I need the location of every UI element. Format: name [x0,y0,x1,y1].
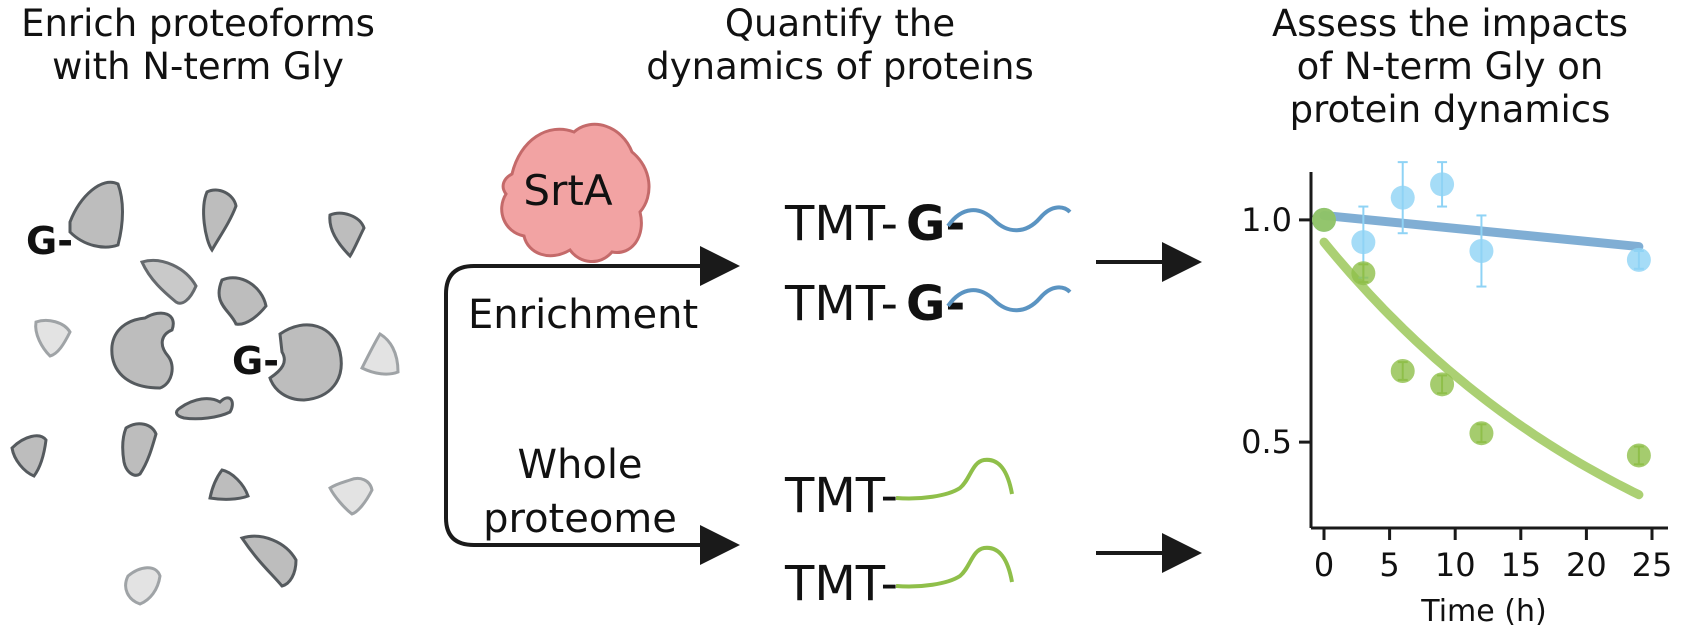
x-tick-label: 25 [1632,546,1673,584]
x-tick-label: 15 [1500,546,1541,584]
protein-shape [110,311,175,390]
srta-enzyme-shape [500,122,651,263]
protein-shape [139,259,198,305]
enrichment-label: Enrichment [468,292,698,338]
peptide-curve [895,457,1014,501]
y-tick-label: 1.0 [1241,201,1292,239]
data-point-series-1 [1390,185,1415,210]
gly-label: G- [232,339,279,383]
tmt-label: TMT- [784,556,898,612]
tmt-label: TMT- [784,276,898,332]
gly-label: G- [26,219,73,263]
protein-shape [124,566,162,606]
fit-line-series-2 [1319,237,1644,500]
tmt-label: TMT- [784,468,898,524]
protein-shape [10,434,48,478]
protein-shape [359,331,400,376]
gly-tag: G- [906,276,965,332]
protein-shape [202,188,238,253]
workflow: SrtA Enrichment Whole proteome TMT- G- T… [444,122,1202,612]
data-point-series-1 [1626,247,1651,272]
y-tick-label: 0.5 [1241,423,1292,461]
protein-shape [208,468,250,501]
branch-whole-arrow [444,310,740,565]
enrich-panel-title: Enrich proteoforms with N-term Gly [21,2,375,88]
whole-label-line1: Whole [517,442,642,488]
protein-pool: G- G- [10,180,400,606]
quantify-panel-title: Quantify the dynamics of proteins [646,2,1034,88]
protein-shape [328,476,374,516]
data-point-series-1 [1469,239,1494,263]
data-point-series-2 [1351,261,1376,286]
srta-label: SrtA [523,166,612,215]
x-tick-label: 5 [1379,546,1399,584]
protein-shape [217,276,268,326]
data-point-series-1 [1430,172,1455,197]
x-tick-label: 0 [1314,546,1334,584]
x-axis-label: Time (h) [1420,594,1546,629]
peptide-curve [895,545,1014,589]
branch-enrichment-arrow [444,246,740,310]
x-tick-label: 20 [1566,546,1607,584]
whole-label-line2: proteome [483,496,677,542]
peptide-wave [946,205,1072,233]
assess-panel-title: Assess the impacts of N-term Gly on prot… [1271,2,1629,131]
protein-shape [328,211,366,259]
protein-shape [68,180,124,249]
protein-shape [175,396,234,421]
dynamics-chart: Time (h) 0 5 10 15 20 25 0.5 1.0 [1241,161,1673,629]
x-tick-label: 10 [1435,546,1476,584]
data-point-series-2 [1469,421,1494,446]
data-point-series-1 [1351,230,1376,255]
data-point-series-2 [1626,443,1651,468]
data-point-series-2 [1312,207,1336,232]
data-point-series-2 [1430,372,1455,397]
tmt-label: TMT- [784,196,898,252]
data-point-series-2 [1390,359,1415,383]
protein-shape [121,422,158,477]
peptide-wave [946,285,1072,313]
protein-shape [268,323,343,402]
chart-marks: 0 5 10 15 20 25 0.5 1.0 [1241,161,1673,584]
gly-tag: G- [906,196,965,252]
protein-shape [239,534,298,588]
protein-shape [34,318,72,358]
